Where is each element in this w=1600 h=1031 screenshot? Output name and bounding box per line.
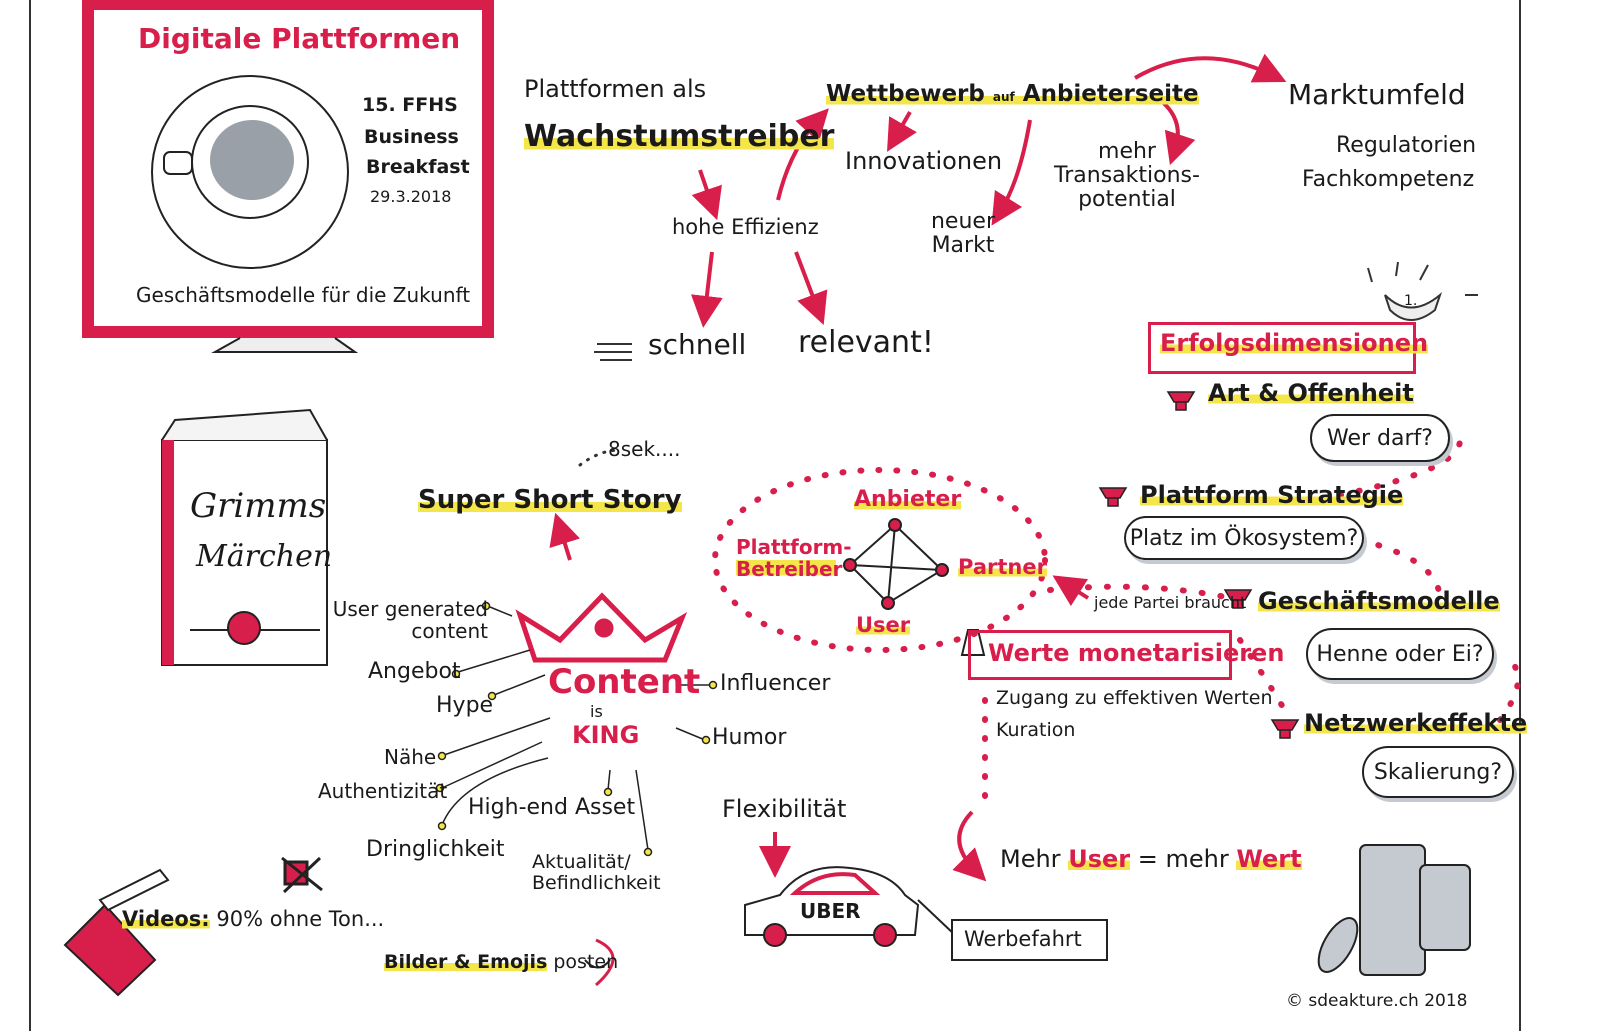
regulation-label: Regulatorien	[1336, 133, 1477, 158]
network-top: Anbieter	[854, 487, 962, 513]
trophy-bullets	[1098, 391, 1300, 739]
values-bullet-0: Zugang zu effektiven Werten	[996, 687, 1273, 709]
network-bottom: User	[856, 613, 911, 638]
content-is: is	[590, 702, 603, 721]
copyright: © sdeakture.ch 2018	[1286, 991, 1468, 1011]
growth-headline: Wachstumstreiber	[524, 119, 835, 154]
competition-auf: auf	[992, 90, 1015, 104]
content-item-aktualitaet: Aktualität/ Befindlichkeit	[532, 851, 661, 894]
clapperboard-icon	[63, 868, 170, 997]
videos-text: 90% ohne Ton...	[216, 907, 385, 931]
ad-banner	[951, 919, 1108, 961]
growth-intro: Plattformen als	[524, 75, 707, 103]
content-spokes	[441, 606, 712, 851]
content-item-dringlichkeit: Dringlichkeit	[366, 837, 505, 862]
question-bubble-3: Skalierung?	[1362, 746, 1514, 798]
images-label: Bilder & Emojis	[384, 951, 548, 973]
equation-b: = mehr	[1137, 845, 1229, 873]
transactions-label: mehr Transaktions-potential	[1054, 139, 1200, 213]
content-item-naehe: Nähe	[384, 745, 437, 769]
trophy-icon	[1367, 261, 1478, 321]
event-line2: Breakfast	[366, 156, 470, 178]
content-item-influencer: Influencer	[720, 671, 831, 696]
event-number: 15. FFHS	[362, 94, 458, 116]
event-line1: Business	[364, 126, 459, 148]
network-diamond	[843, 518, 949, 610]
efficiency-label: hohe Effizienz	[672, 215, 819, 239]
success-title: Erfolgsdimensionen	[1160, 329, 1429, 357]
values-title: Werte monetarisieren	[988, 639, 1285, 667]
flexibility-label: Flexibilität	[722, 795, 847, 823]
competence-label: Fachkompetenz	[1302, 167, 1475, 192]
ad-label: Werbefahrt	[964, 927, 1082, 951]
fast-label: schnell	[648, 328, 747, 361]
success-item-0: Art & Offenheit	[1208, 379, 1414, 407]
uber-car-illustration	[744, 866, 956, 947]
success-item-2: Geschäftsmodelle	[1258, 587, 1500, 615]
question-bubble-1: Platz im Ökosystem?	[1124, 516, 1364, 560]
monitor-title: Digitale Plattformen	[138, 22, 461, 55]
uber-car-label: UBER	[800, 899, 861, 923]
content-item-angebot: Angebot	[368, 659, 461, 684]
content-item-authentizitaet: Authentizität	[318, 779, 448, 803]
content-king: KING	[572, 721, 640, 749]
content-item-hype: Hype	[436, 693, 494, 718]
innovation-label: Innovationen	[845, 147, 1003, 175]
equation-a: Mehr	[1000, 845, 1061, 873]
network-note: jede Partei braucht	[1094, 593, 1247, 612]
videos-label: Videos:	[122, 907, 210, 931]
coin-stack-icon	[1317, 844, 1471, 976]
monitor-subtitle: Geschäftsmodelle für die Zukunft	[136, 283, 471, 307]
content-item-ugc: User generated content	[332, 597, 488, 643]
spoke-dots	[435, 601, 718, 857]
book-illustration	[161, 408, 328, 666]
success-item-1: Plattform Strategie	[1140, 481, 1404, 509]
new-market-label: neuer Markt	[930, 209, 995, 259]
values-bullet-1: Kuration	[996, 719, 1076, 741]
crown-icon	[515, 592, 688, 663]
event-date: 29.3.2018	[370, 187, 452, 206]
success-item-3: Netzwerkeffekte	[1304, 709, 1528, 737]
competition-a: Wettbewerb	[826, 81, 985, 107]
muted-speaker-icon	[281, 856, 323, 894]
smiley-icon	[584, 938, 615, 987]
book-title-line2: Märchen	[196, 539, 333, 574]
trophy-number: 1.	[1404, 293, 1418, 309]
competition-b: Anbieterseite	[1022, 81, 1199, 107]
question-bubble-0: Wer darf?	[1310, 414, 1450, 462]
images-text: posten	[553, 951, 619, 973]
market-label: Marktumfeld	[1288, 78, 1466, 111]
equation-user: User	[1068, 845, 1131, 873]
content-item-humor: Humor	[712, 725, 787, 750]
content-item-asset: High-end Asset	[468, 795, 636, 820]
story-timing: 8sek....	[608, 437, 681, 461]
equation-value: Wert	[1236, 845, 1302, 873]
network-right: Partner	[958, 555, 1047, 580]
network-left: Plattform-Betreiber	[736, 535, 852, 581]
content-title: Content	[548, 662, 701, 702]
monitor-illustration	[82, 0, 494, 353]
question-bubble-2: Henne oder Ei?	[1306, 628, 1494, 680]
relevant-label: relevant!	[798, 325, 934, 360]
story-headline: Super Short Story	[418, 485, 682, 515]
book-title-line1: Grimms	[190, 486, 327, 526]
speed-lines-icon	[594, 343, 632, 361]
